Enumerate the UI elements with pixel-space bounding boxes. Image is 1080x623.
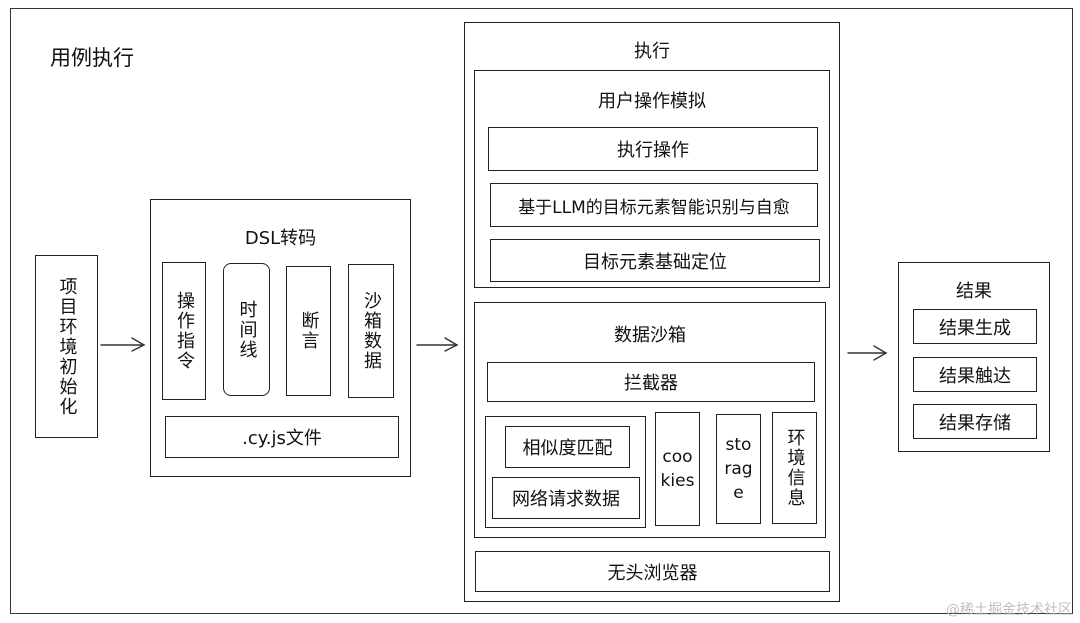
- dsl-file-box: .cy.js文件: [165, 416, 399, 458]
- env-init-box: 项目环境初始化: [35, 255, 98, 438]
- watermark: @稀土掘金技术社区: [946, 602, 1072, 618]
- request-box: 网络请求数据: [492, 477, 640, 519]
- result-item-store: 结果存储: [913, 404, 1037, 439]
- dsl-item-timeline: 时间线: [223, 263, 270, 396]
- interceptor-box: 拦截器: [487, 362, 815, 402]
- diagram-title: 用例执行: [50, 46, 134, 70]
- arrow-dsl-to-execution: [416, 337, 459, 352]
- user-sim-item-locate: 目标元素基础定位: [490, 239, 820, 282]
- browser-box: 无头浏览器: [475, 551, 830, 592]
- env-info-box: 环境信息: [772, 412, 817, 524]
- user-sim-item-llm: 基于LLM的目标元素智能识别与自愈: [490, 183, 818, 227]
- user-sim-title: 用户操作模拟: [598, 91, 706, 112]
- arrow-env-to-dsl: [100, 337, 146, 352]
- dsl-item-instructions: 操作指令: [162, 262, 206, 400]
- dsl-file-label: .cy.js文件: [242, 428, 322, 449]
- sandbox-title: 数据沙箱: [614, 325, 686, 346]
- match-box: 相似度匹配: [505, 426, 630, 468]
- execution-title: 执行: [634, 41, 670, 62]
- user-sim-item-execute: 执行操作: [488, 127, 818, 171]
- dsl-item-assertion: 断言: [286, 266, 331, 396]
- env-init-label: 项目环境初始化: [56, 276, 78, 417]
- outer-frame: [10, 8, 1073, 614]
- storage-box: sto rag e: [716, 414, 761, 524]
- dsl-item-sandbox-data: 沙箱数据: [348, 264, 394, 398]
- arrow-execution-to-result: [847, 345, 888, 361]
- result-item-generate: 结果生成: [913, 309, 1037, 344]
- cookies-box: coo kies: [655, 412, 700, 526]
- result-title: 结果: [956, 281, 992, 302]
- dsl-title: DSL转码: [244, 228, 317, 249]
- result-item-reach: 结果触达: [913, 357, 1037, 392]
